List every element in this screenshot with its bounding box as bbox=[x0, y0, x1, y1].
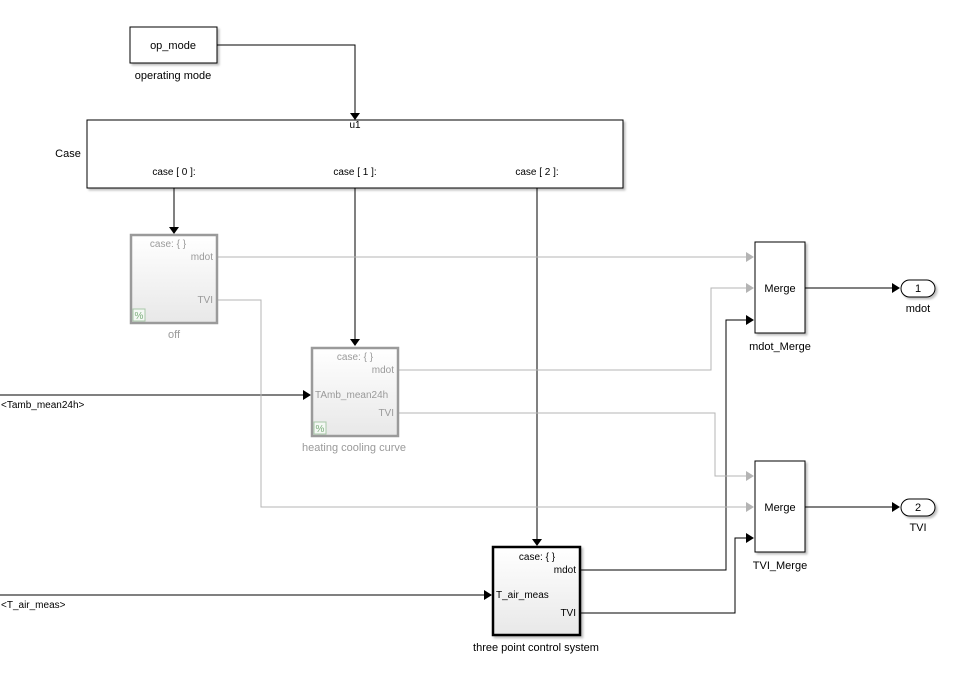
heating-port-tvi: TVI bbox=[378, 408, 394, 419]
outport-mdot-number: 1 bbox=[915, 283, 921, 295]
line-opmode-to-case[interactable] bbox=[217, 44, 356, 114]
arrowhead bbox=[303, 390, 311, 400]
arrowhead bbox=[892, 502, 900, 512]
line-off-tvi[interactable] bbox=[218, 299, 747, 508]
off-subsystem[interactable]: case: { } mdot TVI % off bbox=[129, 233, 219, 341]
threepoint-caption: three point control system bbox=[473, 642, 599, 654]
case-0-label: case [ 0 ]: bbox=[152, 167, 195, 178]
switch-case-input-port: u1 bbox=[349, 120, 361, 131]
threepoint-port-tair: T_air_meas bbox=[496, 590, 549, 601]
off-caption: off bbox=[168, 329, 181, 341]
op-mode-block-body[interactable] bbox=[129, 26, 218, 64]
tvi-merge-block[interactable]: Merge TVI_Merge bbox=[753, 460, 807, 572]
arrowhead bbox=[746, 533, 754, 543]
off-title: case: { } bbox=[150, 239, 187, 250]
mdot-merge-block[interactable]: Merge mdot_Merge bbox=[749, 241, 811, 353]
three-point-control-subsystem[interactable]: case: { } mdot T_air_meas TVI three poin… bbox=[473, 545, 599, 654]
heating-port-tamb: TAmb_mean24h bbox=[315, 390, 388, 401]
line-heating-tvi[interactable] bbox=[399, 412, 747, 477]
op-mode-label: op_mode bbox=[150, 40, 196, 52]
arrowhead bbox=[892, 283, 900, 293]
arrowhead bbox=[350, 113, 360, 120]
outport-mdot[interactable]: 1 mdot bbox=[900, 279, 936, 315]
arrowhead bbox=[169, 227, 179, 234]
heating-caption: heating cooling curve bbox=[302, 442, 406, 454]
op-mode-caption: operating mode bbox=[135, 70, 211, 82]
arrowhead bbox=[746, 283, 754, 293]
threepoint-port-tvi: TVI bbox=[560, 608, 576, 619]
arrowhead bbox=[484, 590, 492, 600]
switch-case-block[interactable]: Case u1 case [ 0 ]: case [ 1 ]: case [ 2… bbox=[55, 119, 624, 189]
arrowhead bbox=[350, 339, 360, 346]
outport-tvi-caption: TVI bbox=[909, 522, 926, 534]
arrowhead bbox=[746, 502, 754, 512]
off-port-tvi: TVI bbox=[197, 295, 213, 306]
outport-tvi-body[interactable] bbox=[900, 498, 936, 517]
case-1-label: case [ 1 ]: bbox=[333, 167, 376, 178]
heating-port-mdot: mdot bbox=[372, 365, 394, 376]
percent-icon: % bbox=[316, 424, 325, 435]
mdot-merge-body[interactable] bbox=[754, 241, 806, 334]
arrowhead bbox=[746, 471, 754, 481]
arrowhead bbox=[746, 252, 754, 262]
arrowhead bbox=[532, 539, 542, 546]
mdot-merge-caption: mdot_Merge bbox=[749, 341, 811, 353]
threepoint-port-mdot: mdot bbox=[554, 565, 576, 576]
outport-mdot-caption: mdot bbox=[906, 303, 930, 315]
arrowhead bbox=[746, 315, 754, 325]
off-port-mdot: mdot bbox=[191, 252, 213, 263]
threepoint-title: case: { } bbox=[519, 552, 556, 563]
switch-case-block-body[interactable] bbox=[86, 119, 624, 189]
tvi-merge-caption: TVI_Merge bbox=[753, 560, 807, 572]
outport-tvi-number: 2 bbox=[915, 502, 921, 514]
outport-mdot-body[interactable] bbox=[900, 279, 936, 298]
percent-icon: % bbox=[135, 311, 144, 322]
outport-tvi[interactable]: 2 TVI bbox=[900, 498, 936, 534]
three-point-control-body[interactable] bbox=[491, 545, 582, 637]
signal-lines bbox=[0, 44, 900, 614]
tvi-merge-label: Merge bbox=[764, 502, 795, 514]
heating-title: case: { } bbox=[337, 352, 374, 363]
line-heating-mdot[interactable] bbox=[399, 287, 747, 371]
commented-out-badge bbox=[313, 421, 327, 435]
tair-signal-label: <T_air_meas> bbox=[1, 600, 66, 611]
heating-cooling-curve-body[interactable] bbox=[310, 346, 400, 438]
tvi-merge-body[interactable] bbox=[754, 460, 806, 553]
off-subsystem-body[interactable] bbox=[129, 233, 219, 325]
mdot-merge-label: Merge bbox=[764, 283, 795, 295]
commented-out-badge bbox=[132, 308, 146, 322]
tamb-signal-label: <Tamb_mean24h> bbox=[1, 400, 85, 411]
switch-case-caption: Case bbox=[55, 148, 81, 160]
line-threepoint-tvi[interactable] bbox=[581, 537, 747, 614]
line-threepoint-mdot[interactable] bbox=[581, 319, 747, 571]
op-mode-block[interactable]: op_mode operating mode bbox=[129, 26, 218, 82]
heating-cooling-curve-subsystem[interactable]: case: { } mdot TAmb_mean24h TVI % heatin… bbox=[302, 346, 406, 454]
case-2-label: case [ 2 ]: bbox=[515, 167, 558, 178]
